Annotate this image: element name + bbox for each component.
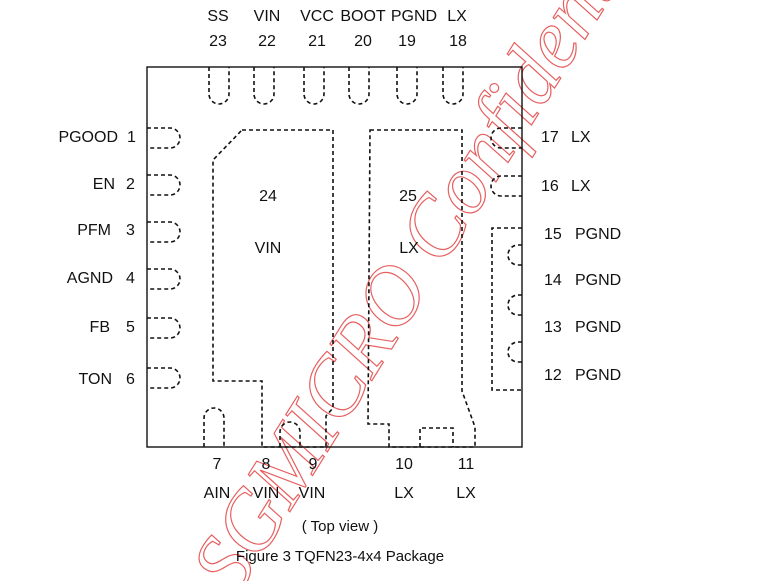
pin-3-pad xyxy=(147,221,181,243)
figure-caption: Figure 3 TQFN23-4x4 Package xyxy=(235,548,445,565)
pin-20-number: 20 xyxy=(354,33,372,50)
exposed-pad-25 xyxy=(367,129,476,448)
pin-1-name: PGOOD xyxy=(58,129,118,146)
pin-5-pad xyxy=(147,317,181,339)
pin-10-number: 10 xyxy=(395,456,413,473)
pin-23-pad xyxy=(208,67,230,105)
pin-9-pad xyxy=(279,421,301,447)
top-view-label: ( Top view ) xyxy=(301,518,379,535)
pin-19-pad xyxy=(396,67,418,105)
pin-11-number: 11 xyxy=(457,456,475,473)
bottom-pins xyxy=(203,407,454,447)
pin-21-number: 21 xyxy=(308,33,326,50)
pin-18-name: LX xyxy=(447,8,467,25)
pin-12-number: 12 xyxy=(544,367,562,384)
pad-25-name: LX xyxy=(399,240,419,257)
pin-6-pad xyxy=(147,367,181,389)
pin-3-name: PFM xyxy=(77,222,111,239)
pin-18-number: 18 xyxy=(449,33,467,50)
pin-19-number: 19 xyxy=(398,33,416,50)
pin-4-pad xyxy=(147,268,181,290)
watermark: SGMICRO Confidential xyxy=(173,0,682,586)
svg-text:SGMICRO Confidential: SGMICRO Confidential xyxy=(173,0,681,581)
pin-7-pad xyxy=(203,407,225,447)
pin-12-name: PGND xyxy=(575,367,622,384)
pin-16-number: 16 xyxy=(541,178,559,195)
pin-9-name: VIN xyxy=(298,485,326,502)
pin-15-number: 15 xyxy=(544,226,562,243)
pin-17-name: LX xyxy=(571,129,591,146)
pin-1-number: 1 xyxy=(127,129,136,146)
pin-22-number: 22 xyxy=(258,33,276,50)
pin-4-number: 4 xyxy=(126,270,135,287)
pin-16-name: LX xyxy=(571,178,591,195)
pin-5-name: FB xyxy=(89,319,110,336)
pin-10-pad xyxy=(419,427,454,447)
pin-13-number: 13 xyxy=(544,319,562,336)
pin-13-pad xyxy=(507,341,522,363)
pin-2-number: 2 xyxy=(126,176,135,193)
pin-20-pad xyxy=(348,67,370,105)
pin-5-number: 5 xyxy=(126,319,135,336)
pin-14-name: PGND xyxy=(575,272,622,289)
pin-23-number: 23 xyxy=(209,33,227,50)
pin-4-name: AGND xyxy=(66,270,113,287)
pin-16-pad xyxy=(490,175,522,197)
pin-17-pad xyxy=(490,127,522,149)
pin-9-number: 9 xyxy=(308,456,318,473)
pin-21-name: VCC xyxy=(300,8,334,25)
pin-23-name: SS xyxy=(207,8,229,25)
pin-19-name: PGND xyxy=(390,8,438,25)
pin-14-pad xyxy=(507,294,522,316)
pin-2-name: EN xyxy=(92,176,115,193)
top-pins xyxy=(208,67,464,105)
pad-24-number: 24 xyxy=(259,188,277,205)
pin-8-name: VIN xyxy=(252,485,280,502)
pin-2-pad xyxy=(147,174,181,196)
pin-14-number: 14 xyxy=(544,272,562,289)
pin-21-pad xyxy=(303,67,325,105)
pin-7-name: AIN xyxy=(203,485,231,502)
pin-22-pad xyxy=(253,67,275,105)
pin-7-number: 7 xyxy=(212,456,222,473)
package-body xyxy=(146,66,523,448)
pin-11-name: LX xyxy=(456,485,476,502)
pin-10-name: LX xyxy=(394,485,414,502)
pad-25-number: 25 xyxy=(399,188,417,205)
pin-1-pad xyxy=(147,127,181,149)
exposed-pad-24 xyxy=(212,129,334,448)
pin-13-name: PGND xyxy=(575,319,622,336)
pin-8-number: 8 xyxy=(261,456,271,473)
right-pins xyxy=(490,127,522,197)
pin-3-number: 3 xyxy=(126,222,135,239)
pin-17-number: 17 xyxy=(541,129,559,146)
pin-6-name: TON xyxy=(78,371,112,388)
pin-15-pad xyxy=(507,244,522,266)
pin-6-number: 6 xyxy=(126,371,135,388)
pin-15-name: PGND xyxy=(575,226,622,243)
pin-20-name: BOOT xyxy=(340,8,386,25)
pad-24-name: VIN xyxy=(254,240,282,257)
left-pins xyxy=(147,127,181,389)
pin-22-name: VIN xyxy=(253,8,281,25)
pgnd-pad-group xyxy=(491,227,522,391)
pin-18-pad xyxy=(442,67,464,105)
